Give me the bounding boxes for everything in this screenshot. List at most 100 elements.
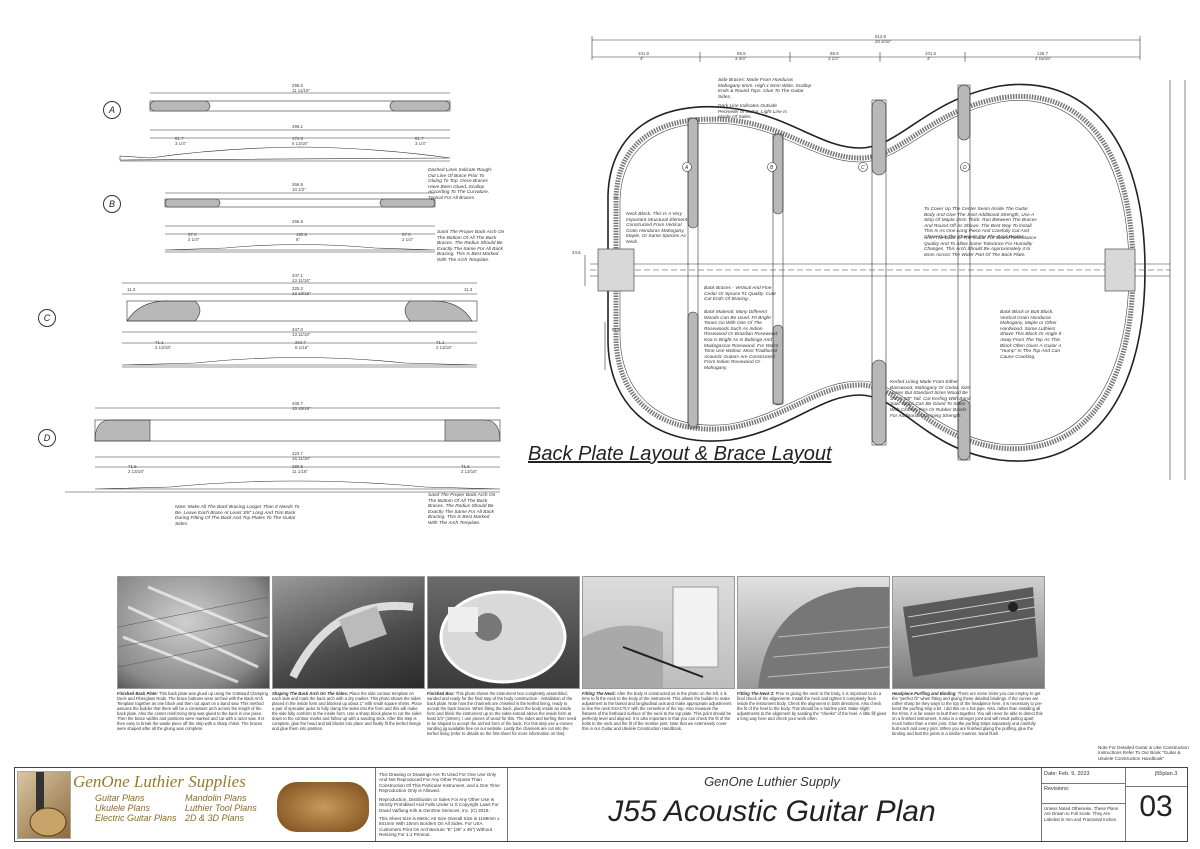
link-electric-guitar-plans[interactable]: Electric Guitar Plans	[95, 813, 177, 823]
plan-date: Date: Feb. 9, 2023	[1044, 771, 1090, 777]
dim-d2-mid-in: 11 1/16"	[292, 469, 308, 474]
sheet-divider	[1125, 786, 1187, 801]
photo-headpiece-purfling	[892, 576, 1045, 689]
dim-c-total: 347.1	[292, 273, 303, 278]
plan-links-col2: Mandolin Plans Luthier Tool Plans 2D & 3…	[185, 793, 257, 823]
note-cover-seam: To Cover Up The Center Seam Inside The G…	[924, 207, 1037, 240]
caption-6-title: Headpiece Purfling and Binding:	[892, 691, 957, 696]
caption-4-text: After the body is constructed as in the …	[582, 691, 732, 731]
revisions-label: Revisions:	[1044, 786, 1070, 792]
body-dim-seg5-in: 4 15/16"	[1035, 56, 1052, 61]
body-dim-seg1-in: 4"	[640, 56, 645, 61]
caption-2-title: Shaping The Back Arch On The Sides:	[272, 691, 349, 696]
dim-a2-total: 296.1	[292, 124, 303, 129]
dim-c2-mid: 204.7	[295, 340, 306, 345]
dim-c2-total-in: 13 11/16"	[292, 332, 311, 337]
body-dim-seg3-in: 3 1/2"	[828, 56, 840, 61]
date-cell: Date: Feb. 9, 2023	[1041, 768, 1125, 784]
logo-guitar-image	[17, 771, 71, 839]
caption-2-text: Place the side contour template on each …	[272, 691, 422, 731]
svg-text:B: B	[770, 165, 774, 171]
title-block: GenOne Luthier Supplies Guitar Plans Uku…	[14, 767, 1188, 842]
link-mandolin-plans[interactable]: Mandolin Plans	[185, 793, 247, 803]
dim-b2-right: 57.0	[402, 232, 411, 237]
dim-c-right: 11.3	[464, 287, 473, 292]
brace-label-d: D	[38, 429, 56, 447]
dim-b2-mid: 152.8	[296, 232, 307, 237]
dim-d2-total-in: 16 11/16"	[292, 456, 311, 461]
scale-note: Unless Noted Otherwise, These Plans Are …	[1044, 806, 1119, 822]
body-dim-overall: 512.8	[875, 34, 886, 39]
dim-d2-right: 71.6	[461, 464, 470, 469]
dim-d2-left: 71.6	[128, 464, 137, 469]
note-dark-line: Dark Line Indicates Outside Perimeter of…	[718, 104, 787, 121]
logo-guitar-body-image	[277, 782, 369, 832]
note-make-longer: Note: Make All The Back Bracing Longer T…	[175, 505, 300, 527]
dim-a2-mid-in: 6 13/16"	[292, 141, 309, 146]
link-ukulele-plans[interactable]: Ukulele Plans	[95, 803, 151, 813]
note-neck-block: Neck Block. This Is A Very Important Str…	[626, 212, 689, 245]
note-side-braces: Side Braces: Made From Honduras Mahogany…	[718, 78, 812, 100]
dim-c2-total: 347.0	[292, 327, 303, 332]
dim-c2-right: 71.1	[436, 340, 445, 345]
note-back-braces: Back Braces - Vertical And Fine Cedar Or…	[704, 286, 776, 303]
link-guitar-plans[interactable]: Guitar Plans	[95, 793, 145, 803]
dim-a2-right-in: 3 1/4"	[415, 141, 427, 146]
svg-text:D: D	[963, 165, 967, 171]
divider-3	[1041, 768, 1042, 841]
caption-6: Headpiece Purfling and Binding: There ar…	[892, 691, 1043, 736]
note-dashed-lines: Dashed Lines Indicate Rough-Out Line Of …	[428, 168, 493, 201]
plan-links-col1: Guitar Plans Ukulele Plans Electric Guit…	[95, 793, 177, 823]
dim-c2-mid-in: 8 1/16"	[295, 345, 309, 350]
body-dim-neck-width: 34.6	[572, 250, 581, 255]
dim-c-mid: 325.2	[292, 286, 303, 291]
body-dim-seg5: 125.7	[1037, 51, 1048, 56]
dim-a2-right: 81.7	[415, 136, 424, 141]
caption-3: Finished Box: This photo shows the instr…	[427, 691, 578, 736]
body-dim-seg1: 101.8	[638, 51, 649, 56]
dim-d2-left-in: 2 13/16"	[128, 469, 145, 474]
brace-label-a: A	[103, 101, 121, 119]
link-luthier-tool-plans[interactable]: Luthier Tool Plans	[185, 803, 257, 813]
dim-a-total: 296.6	[292, 83, 303, 88]
body-dim-seg2: 95.5	[737, 51, 746, 56]
dim-a2-left-in: 3 1/4"	[175, 141, 187, 146]
link-2d-3d-plans[interactable]: 2D & 3D Plans	[185, 813, 245, 823]
dim-b-total-in: 10 1/2"	[292, 187, 306, 192]
dim-b2-total: 266.8	[292, 219, 303, 224]
caption-5: Fitting The Neck 2: Prior to gluing the …	[737, 691, 888, 721]
body-dim-seg2-in: 3 3/4"	[735, 56, 747, 61]
dim-b-total: 266.8	[292, 182, 303, 187]
caption-1: Finished Back Plate: This back plate was…	[117, 691, 268, 731]
note-sand-arch-1: Sand The Proper Back Arch On The Bottom …	[437, 230, 505, 263]
body-dim-seg4: 101.5	[925, 51, 936, 56]
dim-c2-left: 71.1	[155, 340, 164, 345]
caption-1-text: This back plate was glued up using the G…	[117, 691, 269, 731]
dim-c-total-in: 13 11/16"	[292, 278, 311, 283]
photo-fitting-neck	[582, 576, 735, 689]
brace-label-b: B	[103, 195, 121, 213]
dim-a-total-in: 11 11/16"	[292, 88, 310, 93]
caption-6-text: There are some tricks you can employ to …	[892, 691, 1043, 736]
dim-c2-right-in: 2 13/16"	[436, 345, 453, 350]
dim-c-left: 11.3	[127, 287, 136, 292]
dim-d2-total: 423.7	[292, 451, 303, 456]
svg-text:C: C	[861, 165, 865, 171]
body-dim-seg3: 88.9	[830, 51, 839, 56]
body-dim-overall-in: 20 3/16"	[875, 39, 892, 44]
section-title: Back Plate Layout & Brace Layout	[528, 443, 832, 465]
plan-title: J55 Acoustic Guitar Plan	[608, 795, 936, 828]
photo-finished-back-plate	[117, 576, 270, 689]
legal-text-1: This Drawing or Drawings Are To Used For…	[379, 772, 500, 794]
revisions-cell: Revisions:	[1041, 783, 1125, 804]
dim-b2-left: 57.0	[188, 232, 197, 237]
brace-label-c: C	[38, 309, 56, 327]
divider-1	[375, 768, 376, 841]
company-name: GenOne Luthier Supply	[704, 774, 840, 789]
logo-name: GenOne Luthier Supplies	[73, 772, 246, 791]
divider-4	[1125, 768, 1126, 841]
legal-text-2: Reproduction, Distribution or Sales For …	[379, 797, 499, 813]
svg-text:A: A	[684, 165, 689, 171]
photo-finished-box	[427, 576, 580, 689]
note-arch-back: Arch The Back Of The Guitar For Sound Re…	[924, 236, 1037, 258]
